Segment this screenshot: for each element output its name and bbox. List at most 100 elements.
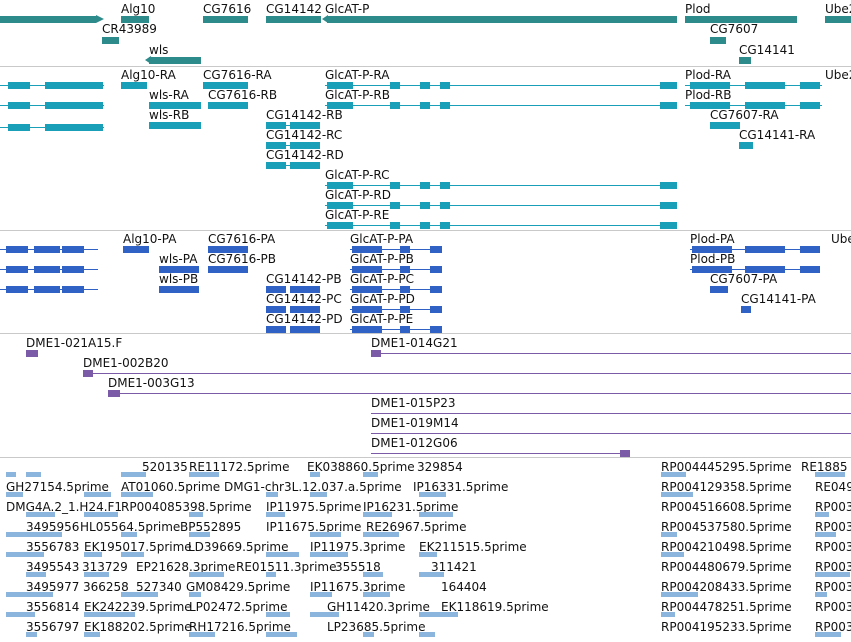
feature-glyph[interactable] bbox=[690, 82, 730, 89]
feature-glyph[interactable] bbox=[327, 182, 353, 189]
feature-label[interactable]: RP003 bbox=[815, 540, 851, 554]
feature-label[interactable]: GlcAT-P bbox=[325, 2, 370, 16]
feature-glyph[interactable] bbox=[310, 552, 348, 557]
feature-glyph[interactable] bbox=[363, 572, 383, 577]
feature-label[interactable]: Plod-PA bbox=[690, 232, 735, 246]
feature-glyph[interactable] bbox=[440, 102, 450, 109]
feature-glyph[interactable] bbox=[660, 82, 677, 89]
feature-glyph[interactable] bbox=[400, 286, 410, 293]
feature-glyph[interactable] bbox=[327, 222, 353, 229]
feature-label[interactable]: CG14141-RA bbox=[739, 128, 816, 142]
feature-glyph[interactable] bbox=[26, 592, 53, 597]
feature-glyph[interactable] bbox=[390, 82, 400, 89]
feature-label[interactable]: EK195017.5prime bbox=[84, 540, 192, 554]
feature-glyph[interactable] bbox=[6, 266, 28, 273]
feature-glyph[interactable] bbox=[6, 492, 23, 497]
feature-glyph[interactable] bbox=[660, 102, 677, 109]
feature-label[interactable]: CG14142 bbox=[266, 2, 322, 16]
feature-label[interactable]: GM08429.5prime bbox=[186, 580, 291, 594]
feature-glyph[interactable] bbox=[363, 532, 399, 537]
feature-label[interactable]: CG7616 bbox=[203, 2, 252, 16]
feature-glyph[interactable] bbox=[84, 492, 111, 497]
feature-glyph[interactable] bbox=[266, 572, 276, 577]
feature-glyph[interactable] bbox=[815, 512, 829, 517]
feature-glyph[interactable] bbox=[352, 286, 382, 293]
feature-glyph[interactable] bbox=[189, 592, 201, 597]
feature-label[interactable]: EK211515.5prime bbox=[419, 540, 527, 554]
feature-label[interactable]: Alg10 bbox=[121, 2, 156, 16]
feature-glyph[interactable] bbox=[352, 306, 382, 313]
feature-glyph[interactable] bbox=[741, 306, 751, 313]
feature-glyph[interactable] bbox=[8, 124, 30, 131]
feature-label[interactable]: wls-RA bbox=[149, 88, 189, 102]
feature-glyph[interactable] bbox=[6, 286, 28, 293]
feature-label[interactable]: CG14142-PB bbox=[266, 272, 342, 286]
feature-glyph[interactable] bbox=[310, 492, 327, 497]
feature-label[interactable]: GlcAT-P-PD bbox=[350, 292, 415, 306]
feature-label[interactable]: RP003 bbox=[815, 560, 851, 574]
feature-label[interactable]: DME1-021A15.F bbox=[26, 336, 123, 350]
feature-glyph[interactable] bbox=[363, 632, 374, 637]
feature-label[interactable]: 527340 bbox=[136, 580, 182, 594]
feature-label[interactable]: DMG1-chr3L.12.037.a.5prime bbox=[224, 480, 402, 494]
feature-label[interactable]: IP16231.5prime bbox=[363, 500, 459, 514]
feature-glyph[interactable] bbox=[710, 122, 740, 129]
feature-glyph[interactable] bbox=[745, 82, 785, 89]
feature-label[interactable]: 3556814 bbox=[26, 600, 80, 614]
feature-glyph[interactable] bbox=[189, 572, 224, 577]
feature-glyph[interactable] bbox=[84, 512, 118, 517]
feature-label[interactable]: AT01060.5prime bbox=[121, 480, 221, 494]
feature-label[interactable]: Plod-RA bbox=[685, 68, 731, 82]
feature-label[interactable]: IP11975.3prime bbox=[310, 540, 406, 554]
feature-glyph[interactable] bbox=[121, 492, 153, 497]
feature-glyph[interactable] bbox=[745, 246, 785, 253]
feature-label[interactable]: GlcAT-P-PE bbox=[350, 312, 414, 326]
feature-label[interactable]: IP11675.3prime bbox=[310, 580, 406, 594]
feature-glyph[interactable] bbox=[390, 202, 400, 209]
feature-label[interactable]: CG7607-RA bbox=[710, 108, 779, 122]
feature-glyph[interactable] bbox=[400, 246, 410, 253]
feature-glyph[interactable] bbox=[84, 572, 109, 577]
feature-glyph[interactable] bbox=[0, 16, 96, 23]
feature-label[interactable]: 164404 bbox=[441, 580, 487, 594]
feature-label[interactable]: wls-RB bbox=[149, 108, 190, 122]
feature-glyph[interactable] bbox=[661, 492, 693, 497]
feature-glyph[interactable] bbox=[390, 182, 400, 189]
feature-glyph[interactable] bbox=[108, 390, 120, 397]
feature-label[interactable]: RE11172.5prime bbox=[189, 460, 290, 474]
feature-label[interactable]: Plod-PB bbox=[690, 252, 736, 266]
feature-label[interactable]: 3495543 bbox=[26, 560, 80, 574]
feature-label[interactable]: DME1-012G06 bbox=[371, 436, 458, 450]
feature-label[interactable]: LP02472.5prime bbox=[189, 600, 288, 614]
feature-glyph[interactable] bbox=[189, 512, 203, 517]
feature-label[interactable]: 520135 bbox=[142, 460, 188, 474]
feature-glyph[interactable] bbox=[660, 222, 677, 229]
feature-label[interactable]: wls bbox=[149, 43, 169, 57]
feature-glyph[interactable] bbox=[815, 532, 836, 537]
feature-label[interactable]: CG14142-RD bbox=[266, 148, 344, 162]
feature-label[interactable]: CG7616-RB bbox=[208, 88, 278, 102]
feature-glyph[interactable] bbox=[208, 102, 248, 109]
feature-glyph[interactable] bbox=[26, 632, 37, 637]
feature-glyph[interactable] bbox=[661, 612, 675, 617]
feature-glyph[interactable] bbox=[266, 286, 286, 293]
feature-glyph[interactable] bbox=[692, 246, 732, 253]
feature-glyph[interactable] bbox=[26, 350, 38, 357]
feature-label[interactable]: RP004129358.5prime bbox=[661, 480, 792, 494]
feature-label[interactable]: CG14141-PA bbox=[741, 292, 816, 306]
feature-glyph[interactable] bbox=[739, 142, 753, 149]
feature-label[interactable]: CG14142-PC bbox=[266, 292, 342, 306]
feature-glyph[interactable] bbox=[430, 326, 442, 333]
feature-label[interactable]: EP21628.3prime bbox=[136, 560, 236, 574]
feature-label[interactable]: GlcAT-P-PB bbox=[350, 252, 414, 266]
feature-label[interactable]: GlcAT-P-RC bbox=[325, 168, 390, 182]
feature-glyph[interactable] bbox=[149, 102, 201, 109]
feature-glyph[interactable] bbox=[620, 450, 630, 457]
feature-label[interactable]: 311421 bbox=[431, 560, 477, 574]
feature-label[interactable]: DMG4A.2_1.H24.F1 bbox=[6, 500, 123, 514]
feature-glyph[interactable] bbox=[266, 142, 286, 149]
feature-label[interactable]: CG7607 bbox=[710, 22, 759, 36]
feature-glyph[interactable] bbox=[419, 552, 437, 557]
feature-label[interactable]: RP003 bbox=[815, 580, 851, 594]
feature-label[interactable]: 366258 bbox=[83, 580, 129, 594]
